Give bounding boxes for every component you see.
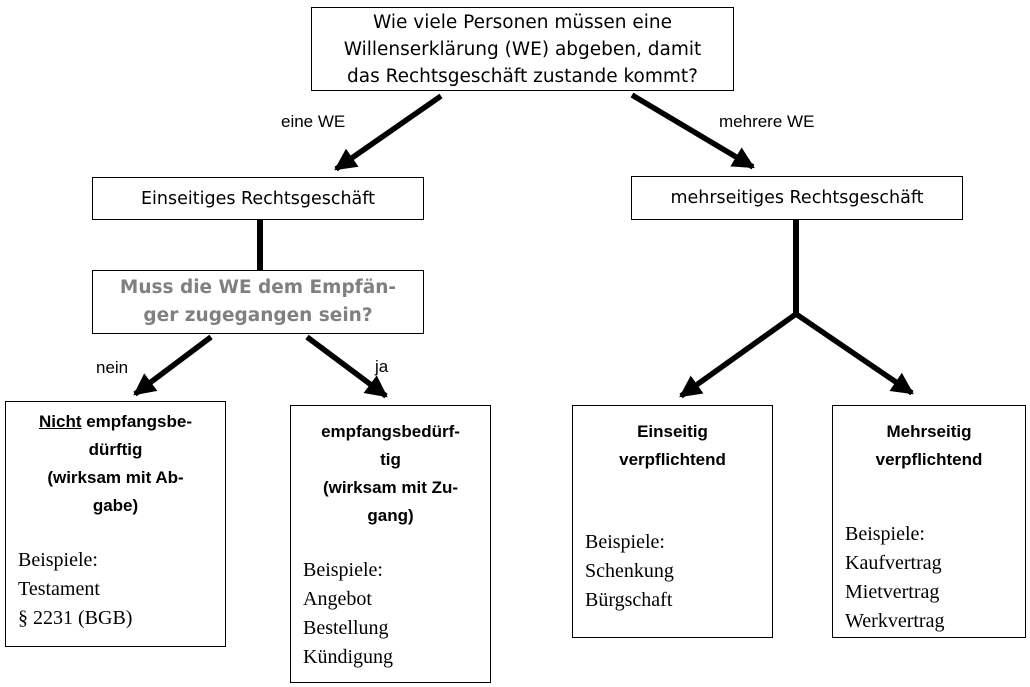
receipt-title-line3: (wirksam mit Zu- (322, 478, 459, 497)
not-receipt-required-box: Nicht empfangsbe- dürftig (wirksam mit A… (5, 401, 226, 647)
receipt-examples: Beispiele: Angebot Bestellung Kündigung (291, 556, 490, 672)
edge-label-nein: nein (96, 358, 129, 377)
example-item: Kaufvertrag (845, 552, 942, 574)
example-item: Werkvertrag (845, 610, 945, 632)
not-receipt-examples: Beispiele: Testament § 2231 (BGB) (6, 546, 225, 633)
unilateral-obligation-examples: Beispiele: Schenkung Bürgschaft (573, 528, 772, 615)
edge-branch-right-arrow (794, 311, 914, 396)
edge-label-eine-we: eine WE (281, 112, 346, 131)
root-question-box: Wie viele Personen müssen eine Willenser… (311, 7, 734, 91)
multilateral-obligation-examples: Beispiele: Kaufvertrag Mietvertrag Werkv… (833, 520, 1025, 636)
unilateral-obligation-line1: Einseitig (637, 422, 708, 441)
multilateral-obligation-title: Mehrseitig verpflichtend (833, 406, 1025, 474)
nicht-line1-rest: empfangsbe- (81, 412, 193, 431)
unilateral-transaction-box: Einseitiges Rechtsgeschäft (92, 177, 424, 220)
examples-label: Beispiele: (845, 523, 925, 545)
multilateral-obligation-line1: Mehrseitig (886, 422, 972, 441)
edge-eine-we-arrow (334, 93, 443, 172)
receipt-required-box: empfangsbedürf- tig (wirksam mit Zu- gan… (290, 405, 491, 683)
edge-label-mehrere-we: mehrere WE (719, 112, 815, 131)
not-receipt-title-line3: (wirksam mit Ab- (47, 468, 184, 487)
unilateral-obligation-box: Einseitig verpflichtend Beispiele: Schen… (572, 405, 773, 638)
root-question-line1: Wie viele Personen müssen eine (373, 11, 672, 33)
receipt-title-line1: empfangsbedürf- (321, 422, 460, 441)
multilateral-obligation-line2: verpflichtend (875, 450, 983, 469)
root-question-line3: das Rechtsgeschäft zustande kommt? (347, 65, 698, 87)
examples-label: Beispiele: (18, 549, 98, 571)
examples-label: Beispiele: (303, 559, 383, 581)
receipt-question-box: Muss die WE dem Empfän- ger zugegangen s… (92, 270, 424, 334)
receipt-required-title: empfangsbedürf- tig (wirksam mit Zu- gan… (291, 406, 490, 530)
multilateral-transaction-box: mehrseitiges Rechtsgeschäft (631, 176, 963, 220)
example-item: § 2231 (BGB) (18, 607, 133, 629)
receipt-question-line1: Muss die WE dem Empfän- (119, 277, 397, 298)
example-item: Kündigung (303, 646, 393, 668)
not-receipt-title-line1: Nicht empfangsbe- (6, 408, 225, 436)
nicht-underlined-word: Nicht (38, 412, 82, 431)
not-receipt-title-line2: dürftig (88, 440, 143, 459)
edge-mehrere-we-arrow (630, 92, 755, 170)
not-receipt-required-title: Nicht empfangsbe- dürftig (wirksam mit A… (6, 402, 225, 520)
not-receipt-title-line4: gabe) (92, 496, 139, 515)
unilateral-transaction-label: Einseitiges Rechtsgeschäft (140, 188, 375, 209)
example-item: Angebot (303, 588, 372, 610)
example-item: Testament (18, 578, 100, 600)
receipt-title-line4: gang) (367, 506, 414, 525)
example-item: Mietvertrag (845, 581, 940, 603)
edge-label-ja: ja (375, 357, 389, 376)
edge-ja-arrow (305, 334, 388, 399)
unilateral-obligation-line2: verpflichtend (619, 450, 726, 469)
examples-label: Beispiele: (585, 531, 665, 553)
multilateral-transaction-label: mehrseitiges Rechtsgeschäft (670, 188, 924, 208)
root-question-line2: Willenserklärung (WE) abgeben, damit (343, 38, 702, 60)
multilateral-obligation-box: Mehrseitig verpflichtend Beispiele: Kauf… (832, 405, 1026, 638)
edge-nein-arrow (133, 334, 213, 397)
unilateral-obligation-title: Einseitig verpflichtend (573, 406, 772, 474)
example-item: Schenkung (585, 560, 674, 582)
edge-branch-left-arrow (679, 311, 798, 399)
receipt-question-line2: ger zugegangen sein? (143, 305, 373, 326)
example-item: Bestellung (303, 617, 389, 639)
example-item: Bürgschaft (585, 589, 673, 611)
receipt-title-line2: tig (380, 450, 401, 469)
